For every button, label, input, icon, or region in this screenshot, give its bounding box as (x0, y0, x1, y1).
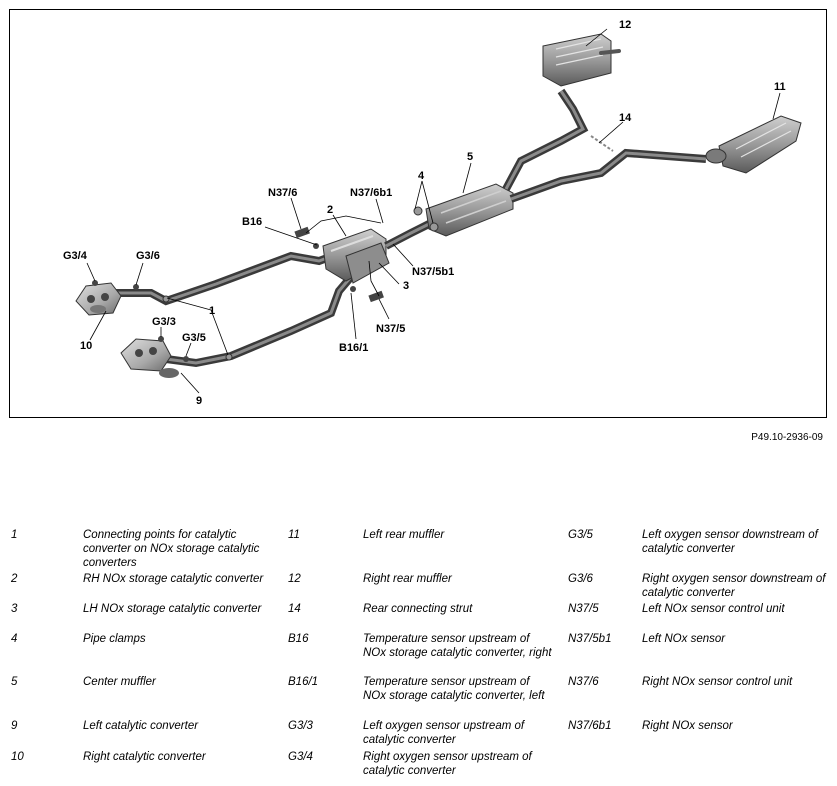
callout-10: 10 (80, 340, 92, 352)
legend-code: G3/3 (288, 720, 313, 732)
legend-text: Right NOx sensor control unit (642, 676, 793, 688)
rear-pipes (502, 88, 707, 203)
legend-text: Temperature sensor upstream of NOx stora… (363, 633, 552, 659)
legend-code: B16/1 (288, 676, 319, 688)
legend-code: G3/5 (568, 529, 593, 541)
legend-code: 1 (11, 529, 18, 541)
legend-code: 9 (11, 720, 18, 732)
mid-pipe (384, 219, 433, 250)
callout-12: 12 (619, 19, 631, 31)
pipe-clamp-b (429, 222, 439, 232)
legend-text: Right NOx sensor (642, 720, 733, 732)
callout-3: 3 (403, 280, 409, 292)
legend-code: 5 (11, 676, 18, 688)
sensor-b16-1 (350, 286, 356, 292)
legend-text: Pipe clamps (83, 633, 146, 645)
sensor-g3-5 (183, 356, 189, 362)
callout-g3-4: G3/4 (63, 250, 88, 262)
legend-code: 10 (11, 751, 24, 763)
legend-text: Connecting points for catalytic converte… (83, 529, 260, 569)
right-catalytic-converter (75, 282, 122, 316)
legend-text: Right oxygen sensor downstream of cataly… (642, 573, 826, 599)
legend-code: G3/6 (568, 573, 593, 585)
legend-text: Right rear muffler (363, 573, 452, 585)
left-catalytic-converter (120, 338, 179, 378)
legend-text: Temperature sensor upstream of NOx stora… (363, 676, 545, 702)
legend-text: Left oxygen sensor upstream of catalytic… (363, 720, 525, 746)
exhaust-illustration: 12 11 14 5 4 N37/6 N37/6b1 B16 2 N37/5b1… (63, 19, 802, 407)
sensors (92, 206, 439, 362)
legend-code: 12 (288, 573, 301, 585)
left-rear-muffler (705, 115, 802, 174)
callout-b16: B16 (242, 216, 262, 228)
pipe-clamp-a (413, 206, 423, 216)
sensor-wires (305, 215, 382, 297)
legend-code: 3 (11, 603, 18, 615)
sensor-n37-5 (368, 290, 384, 303)
legend-code: 4 (11, 633, 18, 645)
callout-g3-6: G3/6 (136, 250, 160, 262)
center-muffler (425, 183, 514, 237)
sensor-g3-4 (92, 280, 98, 286)
callout-g3-3: G3/3 (152, 316, 176, 328)
nox-storage-catalytic-converters (322, 228, 390, 284)
callout-9: 9 (196, 395, 202, 407)
callout-1: 1 (209, 305, 215, 317)
legend-text: Right oxygen sensor upstream of catalyti… (363, 751, 532, 777)
figure-id: P49.10-2936-09 (751, 432, 823, 443)
legend-text: RH NOx storage catalytic converter (83, 573, 264, 585)
exhaust-system-diagram: 12 11 14 5 4 N37/6 N37/6b1 B16 2 N37/5b1… (9, 9, 827, 418)
callout-n37-5: N37/5 (376, 323, 405, 335)
legend-text: LH NOx storage catalytic converter (83, 603, 262, 615)
callout-5: 5 (467, 151, 473, 163)
callout-n37-6: N37/6 (268, 187, 297, 199)
leader-lines (86, 28, 781, 394)
sensor-n37-6 (294, 226, 310, 239)
callout-b16-1: B16/1 (339, 342, 368, 354)
right-rear-muffler (542, 33, 621, 87)
legend-code: 14 (288, 603, 301, 615)
connecting-point-a (162, 295, 170, 303)
callout-n37-6b1: N37/6b1 (350, 187, 392, 199)
legend-code: 2 (11, 573, 18, 585)
legend-text: Left oxygen sensor downstream of catalyt… (642, 529, 818, 555)
callout-n37-5b1: N37/5b1 (412, 266, 454, 278)
legend-text: Left NOx sensor (642, 633, 726, 645)
legend-code: N37/5 (568, 603, 599, 615)
callout-4: 4 (418, 170, 425, 182)
legend-table: 1 Connecting points for catalytic conver… (0, 522, 837, 782)
right-exhaust-pipe (107, 247, 350, 306)
legend-code: N37/5b1 (568, 633, 612, 645)
legend-text: Left rear muffler (363, 529, 445, 541)
callout-14: 14 (619, 112, 632, 124)
sensor-g3-6 (133, 284, 139, 290)
connecting-point-b (225, 353, 233, 361)
left-exhaust-pipe (162, 267, 360, 368)
legend-code: N37/6b1 (568, 720, 612, 732)
sensor-g3-3 (158, 336, 164, 342)
legend-text: Left catalytic converter (83, 720, 199, 732)
legend-code: B16 (288, 633, 309, 645)
callout-2: 2 (327, 204, 333, 216)
callout-g3-5: G3/5 (182, 332, 206, 344)
legend-text: Rear connecting strut (363, 603, 473, 615)
legend-text: Right catalytic converter (83, 751, 206, 763)
legend-text: Left NOx sensor control unit (642, 603, 785, 615)
legend-code: G3/4 (288, 751, 313, 763)
legend-code: N37/6 (568, 676, 599, 688)
legend-code: 11 (288, 529, 300, 541)
callout-11: 11 (774, 81, 786, 93)
legend-text: Center muffler (83, 676, 156, 688)
